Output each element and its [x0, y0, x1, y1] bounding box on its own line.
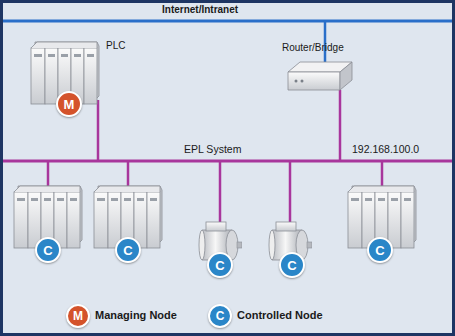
badge-letter: C [287, 259, 296, 272]
device-label: Router/Bridge [282, 42, 344, 53]
router-node: Router/Bridge [278, 40, 388, 94]
badge-letter: C [375, 244, 384, 257]
bus-label: EPL System [184, 143, 241, 155]
badge-letter: C [123, 244, 132, 257]
badge-letter: C [43, 244, 52, 257]
controlled-node-badge: C [367, 237, 393, 263]
legend-letter: C [216, 310, 225, 322]
legend-swatch: M [66, 304, 90, 328]
legend-text: Controlled Node [237, 309, 323, 321]
badge-letter: C [215, 259, 224, 272]
controlled-node-badge: C [207, 252, 233, 278]
legend-swatch: C [208, 304, 232, 328]
network-label: Internet/Intranet [162, 4, 238, 15]
controlled-node-badge: C [115, 237, 141, 263]
badge-letter: M [64, 98, 75, 111]
legend-letter: M [73, 310, 83, 322]
legend-text: Managing Node [95, 309, 177, 321]
controlled-node-badge: C [279, 252, 305, 278]
device-label: PLC [106, 40, 125, 51]
plc-node: PLC M [28, 38, 158, 118]
controlled-node-badge: C [35, 237, 61, 263]
managing-node-badge: M [56, 91, 82, 117]
address-label: 192.168.100.0 [352, 143, 419, 155]
